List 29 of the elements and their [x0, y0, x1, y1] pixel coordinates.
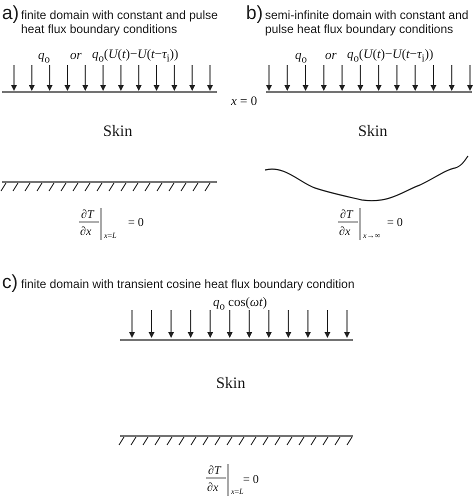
panel-letter: b) [246, 3, 263, 25]
boundary-value: = 0 [128, 215, 144, 230]
derivative-denominator: ∂x [80, 224, 92, 239]
boundary-value: = 0 [387, 215, 403, 230]
derivative-numerator: ∂T [208, 463, 221, 478]
boundary-value: = 0 [243, 472, 259, 487]
panel-letter: a) [2, 3, 19, 25]
flux-label: q$_{o}$ [38, 47, 50, 66]
domain-label: Skin [358, 123, 388, 141]
flux-label: or [325, 47, 337, 63]
evaluation-point: x=L [104, 231, 117, 240]
derivative-denominator: ∂x [207, 480, 218, 495]
position-label: x = 0 [231, 93, 258, 109]
flux-label: q$_{o}$ [295, 47, 307, 66]
flux-expression: q$_{o}$(U(t)−U(t−τ$_{i}$)) [92, 46, 178, 65]
derivative-numerator: ∂T [81, 207, 94, 222]
flux-label: or [70, 47, 82, 63]
panel-title: semi-infinite domain with constant and pulse heat flux boundary conditions [265, 8, 470, 36]
derivative-denominator: ∂x [339, 224, 350, 239]
panel-title: finite domain with transient cosine heat flux boundary condition [21, 277, 356, 291]
panel-title: finite domain with constant and pulse heat flux boundary conditions [21, 8, 219, 36]
derivative-numerator: ∂T [340, 207, 353, 222]
flux-expression: q$_{o}$ cos(ωt) [213, 294, 267, 313]
domain-label: Skin [216, 375, 246, 393]
flux-expression: q$_{o}$(U(t)−U(t−τ$_{i}$)) [347, 46, 434, 65]
evaluation-point: x→∞ [363, 231, 380, 240]
evaluation-point: x=L [231, 487, 244, 496]
panel-letter: c) [2, 272, 18, 294]
domain-label: Skin [103, 123, 132, 141]
